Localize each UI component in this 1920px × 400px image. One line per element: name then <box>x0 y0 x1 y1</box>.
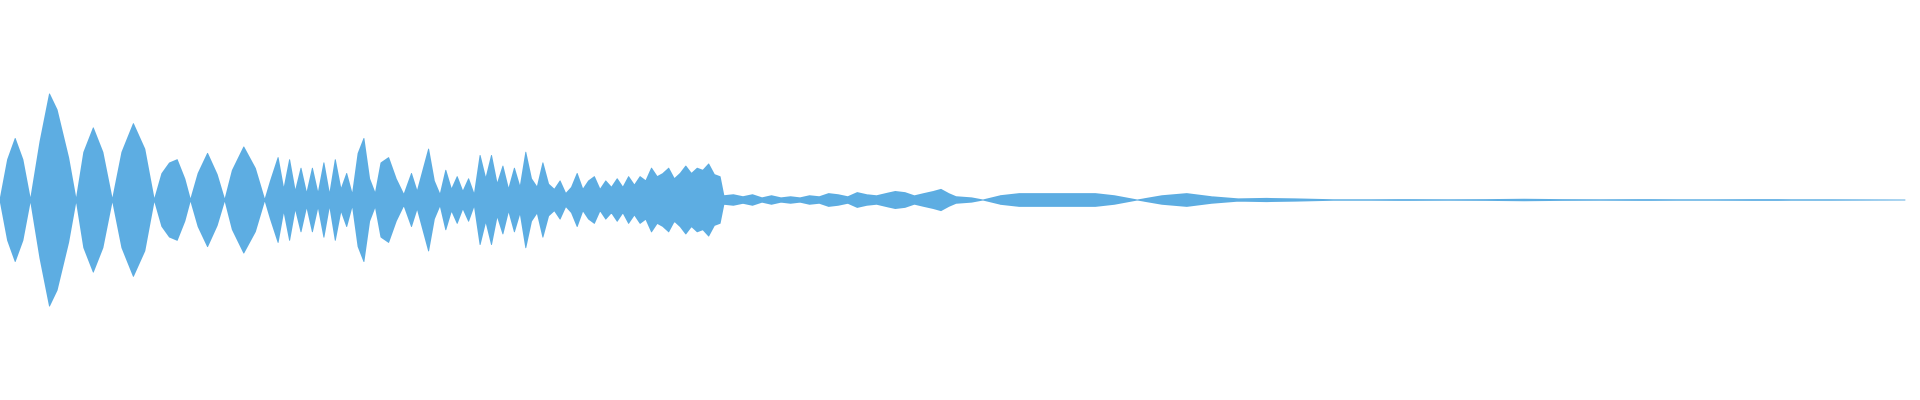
audio-waveform <box>0 93 1906 307</box>
waveform-panel <box>0 93 1906 307</box>
